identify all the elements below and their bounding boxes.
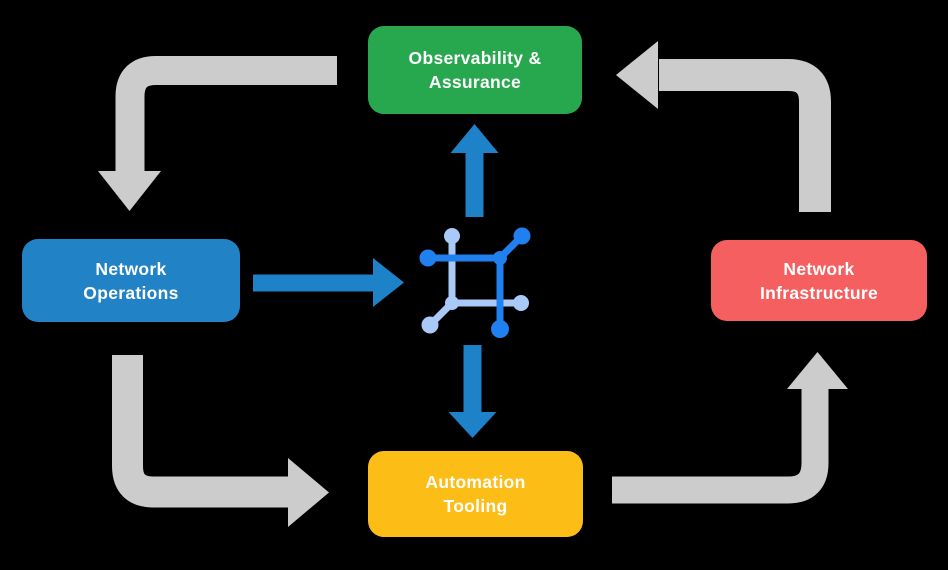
arrow-shaft — [115, 56, 337, 172]
arrow-operations-to-automation — [112, 355, 329, 527]
node-label-line: Network — [783, 258, 855, 279]
arrow-center-to-automation — [448, 345, 497, 438]
arrow-head — [288, 458, 329, 527]
arrow-center-to-observability — [450, 124, 499, 217]
mesh-dark-branch — [419, 227, 531, 338]
arrow-operations-to-center — [253, 258, 404, 307]
network-mesh-icon — [419, 227, 531, 338]
node-label-line: Operations — [83, 282, 179, 303]
node-network-operations: Network Operations — [22, 239, 240, 322]
mesh-node-right — [513, 295, 529, 311]
arrow-observability-to-operations — [98, 56, 337, 211]
mesh-node-top — [444, 228, 460, 244]
arrow-automation-to-infrastructure — [612, 352, 848, 504]
arrow-head — [787, 352, 848, 389]
mesh-junction-bottom-left — [445, 296, 459, 310]
arrow-head — [616, 41, 658, 109]
mesh-node-top-right — [513, 227, 531, 245]
mesh-node-bottom-left — [421, 316, 439, 334]
node-automation-tooling: Automation Tooling — [368, 451, 583, 537]
arrow-shaft — [112, 355, 289, 508]
node-label-line: Infrastructure — [760, 282, 878, 303]
mesh-light-branch — [421, 228, 529, 334]
node-observability-assurance: Observability & Assurance — [368, 26, 582, 114]
node-network-infrastructure: Network Infrastructure — [711, 240, 927, 321]
mesh-node-left — [419, 249, 437, 267]
mesh-junction-top-right — [493, 251, 507, 265]
node-label-line: Assurance — [428, 72, 522, 92]
node-label-line: Tooling — [443, 496, 508, 516]
arrow-shaft — [612, 389, 829, 504]
arrow-shaft — [659, 59, 831, 212]
arrow-infrastructure-to-observability — [616, 41, 831, 212]
node-label-line: Network — [95, 258, 167, 279]
arrow-head — [98, 171, 161, 211]
mesh-node-bottom — [491, 320, 509, 338]
node-label-line: Observability & — [408, 48, 542, 68]
node-label-line: Automation — [425, 472, 526, 492]
